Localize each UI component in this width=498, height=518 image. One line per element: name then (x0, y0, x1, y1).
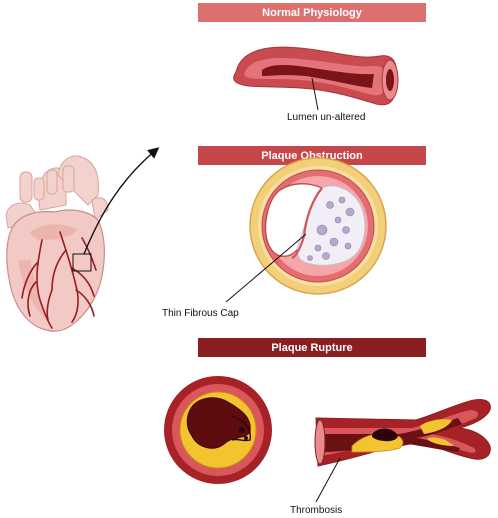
foam-cells (307, 196, 355, 261)
normal-vessel-illustration (233, 46, 399, 111)
normal-physiology-banner: Normal Physiology (198, 3, 426, 22)
thrombosis-pointer (315, 457, 341, 503)
plaque-rupture-banner: Plaque Rupture (198, 338, 426, 357)
heart-illustration (5, 155, 109, 332)
fibrous-cap-pointer (225, 233, 307, 303)
thrombosis-vessel (314, 399, 491, 503)
pointer-arrow (83, 147, 160, 255)
zoom-region-box (72, 253, 92, 272)
thin-fibrous-cap-label: Thin Fibrous Cap (162, 308, 239, 319)
plaque-obstruction-banner: Plaque Obstruction (198, 146, 426, 165)
thrombosis-label: Thrombosis (290, 505, 343, 516)
lumen-unaltered-label: Lumen un-altered (287, 112, 366, 123)
ruptured-plaque-crosssection (164, 376, 272, 484)
coronary-arteries (21, 231, 97, 329)
plaque-obstruction-crosssection (225, 157, 387, 303)
